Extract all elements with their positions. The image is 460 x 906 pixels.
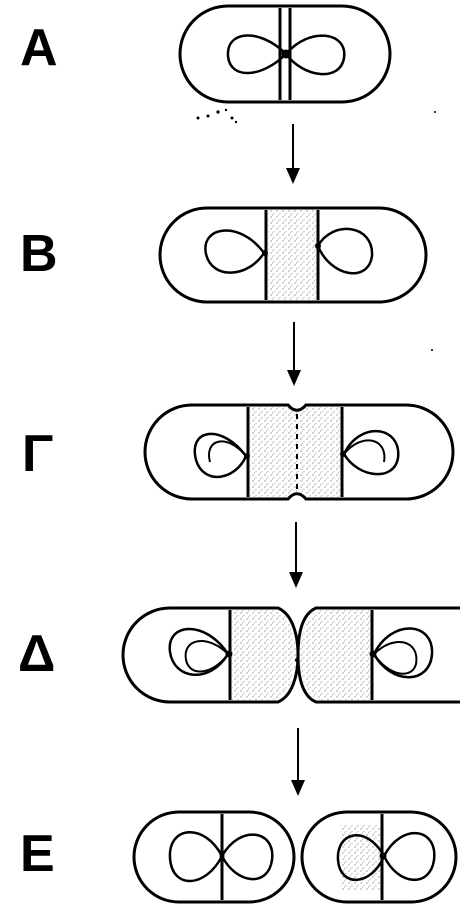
cell-a: [178, 4, 392, 104]
down-arrow-icon: [287, 322, 301, 386]
stage-label-g: Γ: [22, 425, 54, 483]
down-arrow-icon: [291, 728, 305, 796]
cell-d: [121, 606, 460, 704]
stage-label-b: B: [20, 225, 58, 283]
stage-label-d: Δ: [18, 625, 56, 683]
cell-g: [143, 403, 455, 501]
stage-label-e: E: [20, 825, 55, 883]
cell-e: [132, 810, 458, 904]
cell-b: [158, 206, 428, 304]
noise-dots: [196, 108, 436, 351]
stage-label-a: A: [20, 19, 58, 77]
down-arrow-icon: [286, 124, 300, 184]
down-arrow-icon: [289, 522, 303, 588]
